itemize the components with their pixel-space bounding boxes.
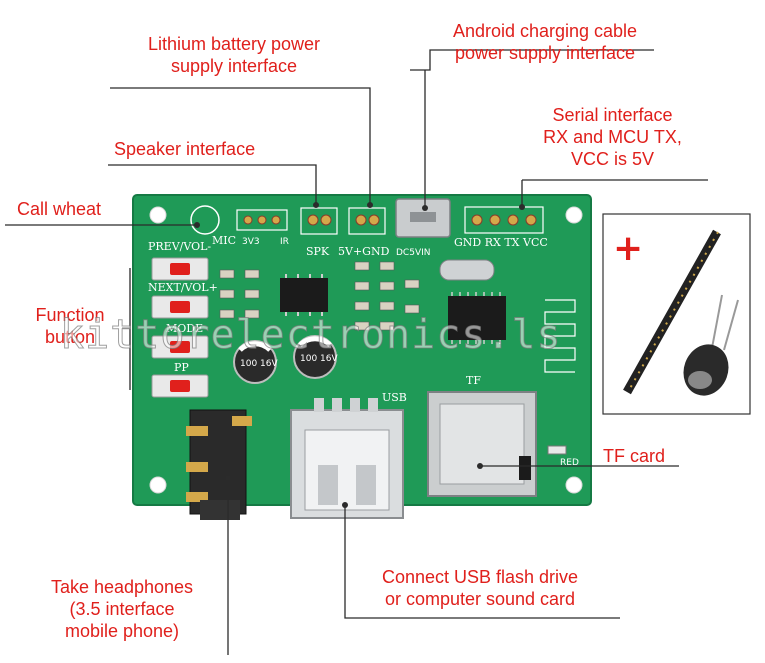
label-android-cable-line1: Android charging cable xyxy=(452,21,638,41)
pin-header xyxy=(623,229,721,395)
serial-header xyxy=(464,206,544,234)
label-lithium-battery: Lithium battery power supply interface xyxy=(118,33,350,77)
silk-mic: MIC xyxy=(212,234,236,247)
usb-a-port xyxy=(290,398,404,519)
silk-5v-gnd: 5V+GND xyxy=(338,245,390,258)
silk-red: RED xyxy=(560,458,579,468)
label-function-button-line2: button xyxy=(44,327,96,347)
watermark: kittorelectronics.ls xyxy=(60,312,562,359)
label-headphones-line2: (3.5 interface xyxy=(69,599,175,619)
label-tf-card: TF card xyxy=(603,446,666,466)
label-usb-line2: or computer sound card xyxy=(384,589,576,609)
label-headphones: Take headphones (3.5 interface mobile ph… xyxy=(22,576,222,642)
label-usb-line1: Connect USB flash drive xyxy=(381,567,579,587)
button-mode xyxy=(151,335,209,359)
label-android-cable: Android charging cable power supply inte… xyxy=(420,20,670,64)
silk-gnd-rx-tx-vcc: GND RX TX VCC xyxy=(454,236,548,249)
silk-pp: PP xyxy=(174,361,189,374)
microphone xyxy=(683,294,739,396)
silk-3v3: 3V3 xyxy=(242,237,260,247)
label-android-cable-line2: power supply interface xyxy=(454,43,636,63)
label-serial-line1: Serial interface xyxy=(552,105,673,125)
silk-mode: MODE xyxy=(166,322,203,335)
capacitor-2 xyxy=(293,335,337,379)
label-headphones-line1: Take headphones xyxy=(50,577,194,597)
capacitor-1 xyxy=(233,340,277,384)
label-usb: Connect USB flash drive or computer soun… xyxy=(355,566,605,610)
antenna-trace xyxy=(544,299,576,373)
label-serial: Serial interface RX and MCU TX, VCC is 5… xyxy=(520,104,705,170)
silk-ir: IR xyxy=(280,237,289,247)
cap2-text: 100 16V xyxy=(300,354,338,364)
label-headphones-line3: mobile phone) xyxy=(64,621,180,641)
plus-sign: + xyxy=(613,228,643,269)
main-chip xyxy=(448,296,506,340)
label-serial-line2: RX and MCU TX, xyxy=(543,127,682,147)
label-function-button-line1: Function xyxy=(35,305,105,325)
tf-card-slot xyxy=(427,391,537,497)
silk-next-vol: NEXT/VOL+ xyxy=(148,281,218,294)
red-led xyxy=(547,445,567,455)
silk-spk: SPK xyxy=(306,245,330,258)
speaker-header xyxy=(300,207,338,235)
label-lithium-battery-line2: supply interface xyxy=(170,56,298,76)
label-function-button: Function button xyxy=(25,304,115,348)
silk-usb: USB xyxy=(382,391,407,404)
crystal xyxy=(439,259,495,281)
mic-footprint xyxy=(190,205,220,235)
label-serial-line3: VCC is 5V xyxy=(570,149,655,169)
silk-prev-vol: PREV/VOL- xyxy=(148,240,211,253)
amp-chip xyxy=(280,278,328,312)
button-prev xyxy=(151,257,209,281)
cap1-text: 100 16V xyxy=(240,359,278,369)
button-next xyxy=(151,295,209,319)
silk-tf: TF xyxy=(466,374,481,387)
label-lithium-battery-line1: Lithium battery power xyxy=(147,34,321,54)
headphone-jack xyxy=(186,409,252,520)
battery-header xyxy=(348,207,386,235)
accessories-box xyxy=(602,213,751,415)
label-speaker: Speaker interface xyxy=(114,139,256,159)
silk-dc5vin: DC5VIN xyxy=(396,248,430,258)
button-pp xyxy=(151,374,209,398)
label-call-wheat: Call wheat xyxy=(17,199,102,219)
